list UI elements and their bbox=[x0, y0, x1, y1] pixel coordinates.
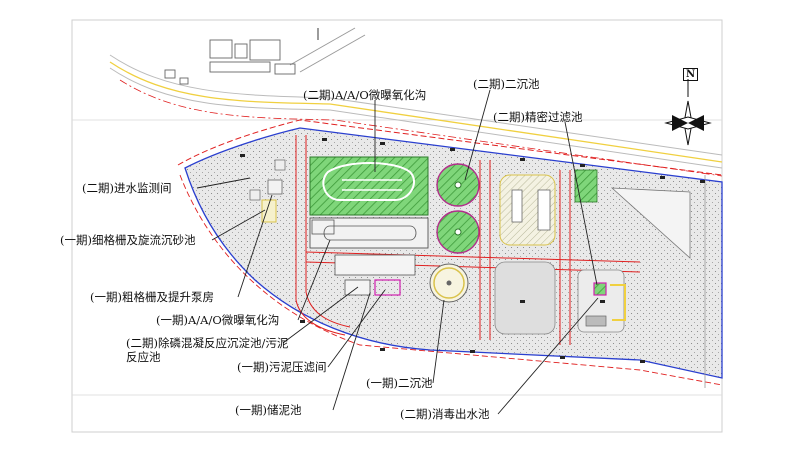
label-inlet-monitor-phase2: (二期)进水监测间 bbox=[82, 181, 172, 195]
aao-ditch-phase2 bbox=[309, 156, 429, 216]
label-sec-clarifier-phase2: (二期)二沉池 bbox=[473, 77, 540, 91]
label-phosphorus-removal-phase2: (二期)除磷混凝反应沉淀池/污泥 反应池 bbox=[126, 336, 289, 364]
label-aao-phase2: (二期)A/A/O微曝氧化沟 bbox=[303, 88, 427, 102]
north-letter: N bbox=[683, 68, 699, 81]
label-fine-screen-phase1: (一期)细格栅及旋流沉砂池 bbox=[60, 233, 196, 247]
label-sludge-storage-phase1: (一期)储泥池 bbox=[235, 403, 302, 417]
north-arrow-icon bbox=[664, 79, 712, 146]
label-sludge-press-phase1: (一期)污泥压滤间 bbox=[237, 360, 327, 374]
aao-ditch-phase1 bbox=[309, 217, 429, 249]
existing-buildings bbox=[164, 28, 319, 85]
building-east bbox=[574, 169, 598, 203]
label-fine-filter-phase2: (二期)精密过滤池 bbox=[493, 110, 583, 124]
boundary-red-line bbox=[177, 119, 723, 176]
label-sec-clarifier-phase1: (一期)二沉池 bbox=[366, 376, 433, 390]
east-green-area bbox=[610, 187, 691, 259]
leader-lines bbox=[196, 89, 599, 415]
sec-clarifier-phase1 bbox=[429, 263, 469, 303]
label-aao-phase1: (一期)A/A/O微曝氧化沟 bbox=[156, 313, 280, 327]
preliminary-treatment bbox=[249, 159, 286, 223]
top-roads bbox=[109, 27, 723, 177]
site-markers bbox=[240, 138, 705, 363]
fine-filter-phase2 bbox=[499, 174, 556, 246]
label-coarse-screen-phase1: (一期)粗格栅及提升泵房 bbox=[90, 290, 214, 304]
disinfection-tank-phase2 bbox=[585, 282, 626, 327]
sec-clarifiers-phase2 bbox=[436, 163, 480, 254]
label-disinfection-phase2: (二期)消毒出水池 bbox=[400, 407, 490, 421]
